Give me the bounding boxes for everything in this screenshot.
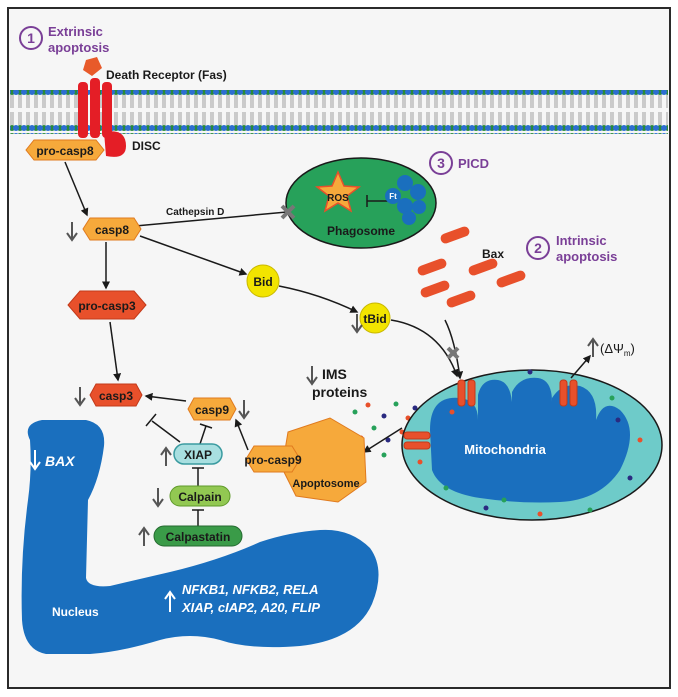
arrow-procasp3-casp3 [109,321,122,382]
calpastatin-label: Calpastatin [166,530,231,544]
bax-label: Bax [482,247,504,261]
arrow-tbid-mito [390,319,459,378]
casp9-node: casp9 [187,397,250,421]
intrinsic-line1: Intrinsic [556,233,607,248]
ft-label: Ft [389,192,397,201]
death-receptor-label: Death Receptor (Fas) [106,68,227,82]
mitochondria-label: Mitochondria [464,442,546,457]
casp8-node: casp8 [66,217,142,242]
apoptosome-label: Apoptosome [292,478,359,490]
xiap-node: XIAP [160,443,223,466]
casp3-label: casp3 [99,389,133,403]
casp8-label: casp8 [95,223,129,237]
nucleus-bax-label: BAX [45,453,76,469]
bid-label: Bid [253,275,272,289]
membrane-potential: (ΔΨm) [587,337,635,358]
arrow-ims-apoptosome [362,427,403,453]
arrow-casp9-casp3 [144,392,187,402]
intrinsic-line2: apoptosis [556,249,617,264]
casp3-node: casp3 [74,383,143,407]
arrow-bax-mito [444,319,464,380]
inhibition-calpain-xiap [192,467,204,486]
apoptosome-node: pro-casp9 Apoptosome [244,417,367,503]
picd-label: 3 PICD [429,151,489,175]
disc-complex [104,131,126,157]
section-1-circle [19,26,43,50]
pro-casp9-label: pro-casp9 [244,453,302,467]
inhibition-calpastatin-calpain [192,509,204,526]
tbid-node: tBid [351,302,391,334]
genes-line2: XIAP, cIAP2, A20, FLIP [181,600,320,615]
nucleus: BAX Nucleus NFKB1, NFKB2, RELA XIAP, cIA… [21,420,379,654]
ims-line2: proteins [312,384,367,400]
cathepsin-arrow: Cathepsin D [112,204,296,232]
arrow-procasp9-casp9 [234,418,249,451]
block-x-icon-2 [446,346,460,360]
bax-group: Bax [417,226,526,308]
pro-casp3-node: pro-casp3 [67,290,147,320]
calpastatin-node: Calpastatin [138,525,243,547]
ros-label: ROS [327,193,349,204]
xiap-label: XIAP [184,448,212,462]
pro-casp8-node: pro-casp8 [25,139,105,161]
calpain-label: Calpain [178,490,221,504]
inhibition-xiap-casp9 [199,423,213,445]
picd-text: PICD [458,156,489,171]
arrow-bid-tbid [278,285,359,313]
phagosome-label: Phagosome [327,224,395,238]
fas-ligand [83,57,102,76]
cathepsin-label: Cathepsin D [166,207,224,218]
arrow-casp8-bid [139,235,248,276]
tbid-label: tBid [363,312,386,326]
death-receptor: Death Receptor (Fas) DISC [78,57,227,157]
pro-casp3-label: pro-casp3 [78,299,136,313]
arrow-mito-potential [570,354,591,379]
arrow-procasp8-casp8 [64,161,89,217]
extrinsic-line2: apoptosis [48,40,109,55]
pro-casp8-label: pro-casp8 [36,144,94,158]
bid-node: Bid [246,264,280,298]
cell-membrane [10,90,668,134]
genes-line1: NFKB1, NFKB2, RELA [182,582,319,597]
extrinsic-apoptosis-label: 1 Extrinsic apoptosis [19,24,109,55]
mitochondria: Mitochondria [401,369,663,521]
francisella-cluster [385,175,426,225]
ros-star [314,170,362,213]
delta-psi-label: (ΔΨm) [600,341,635,358]
section-2-number: 2 [534,240,542,256]
section-3-number: 3 [437,155,445,171]
section-1-number: 1 [27,30,35,46]
disc-label: DISC [132,139,161,153]
calpain-node: Calpain [152,485,231,508]
nucleus-label: Nucleus [52,605,99,619]
block-x-icon [280,204,296,220]
phagosome: ROS Ft Phagosome [285,157,437,249]
extrinsic-line1: Extrinsic [48,24,103,39]
intrinsic-apoptosis-label: 2 Intrinsic apoptosis [526,233,617,264]
ims-proteins: IMS proteins [306,366,418,458]
casp9-label: casp9 [195,403,229,417]
inhibition-xiap-casp3 [145,413,181,443]
ims-line1: IMS [322,366,347,382]
